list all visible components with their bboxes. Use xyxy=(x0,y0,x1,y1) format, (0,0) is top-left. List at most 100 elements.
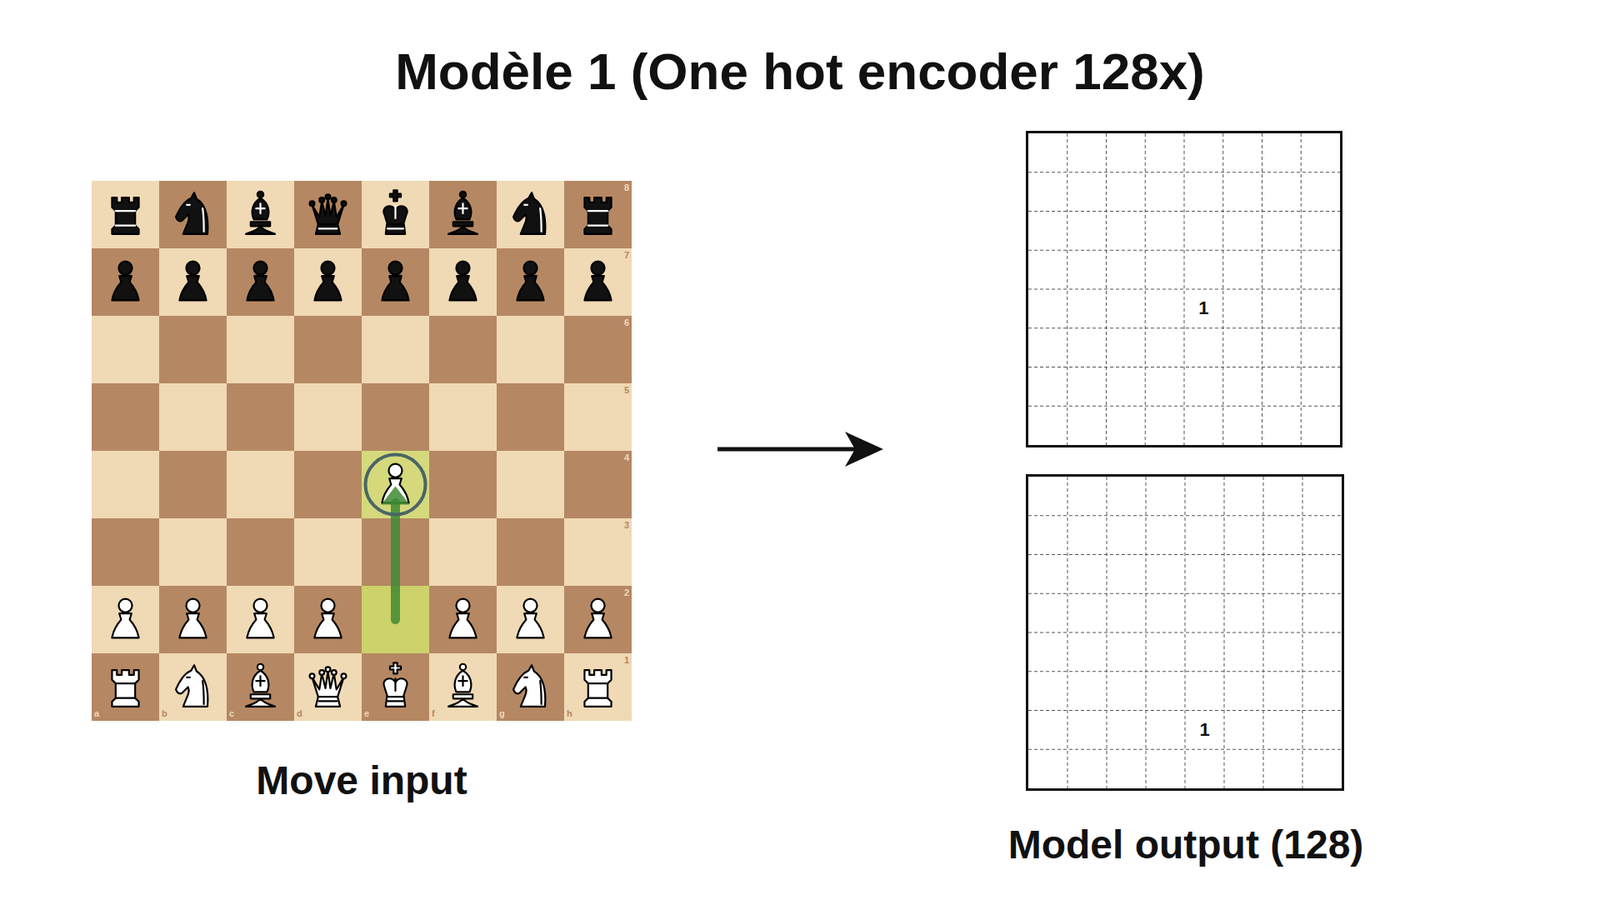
piece-shape xyxy=(257,664,264,670)
board-square xyxy=(564,383,632,451)
piece-shape xyxy=(381,275,409,300)
piece-shape xyxy=(320,599,335,613)
piece-shape xyxy=(331,670,337,675)
board-square xyxy=(496,180,565,249)
piece-shape xyxy=(385,224,405,235)
board-square xyxy=(294,450,362,519)
board-square xyxy=(496,585,565,654)
board-square xyxy=(294,248,362,316)
piece-shape xyxy=(331,197,337,203)
chess-piece xyxy=(245,191,275,235)
board-square xyxy=(361,315,430,384)
board-square xyxy=(429,315,497,384)
board-square xyxy=(564,180,632,249)
piece-shape xyxy=(584,613,611,638)
piece-detail xyxy=(540,208,541,232)
piece-shape xyxy=(310,200,315,206)
chess-piece xyxy=(513,192,545,235)
piece-shape xyxy=(118,261,132,275)
piece-detail xyxy=(394,205,396,219)
grid-line xyxy=(1028,289,1340,290)
piece-shape xyxy=(245,227,275,235)
grid-line xyxy=(1261,133,1263,445)
board-square xyxy=(294,315,362,384)
chess-piece xyxy=(179,261,206,301)
output-grid: 1 xyxy=(1025,474,1345,791)
piece-shape xyxy=(460,664,466,670)
piece-shape xyxy=(455,261,470,275)
board-square xyxy=(91,383,160,451)
chess-piece xyxy=(179,599,206,639)
piece-shape xyxy=(179,613,206,638)
piece-shape xyxy=(315,224,340,235)
chess-piece xyxy=(516,261,544,301)
piece-detail xyxy=(202,680,204,705)
board-square xyxy=(91,653,160,721)
rank-coordinate: 8 xyxy=(564,183,630,193)
piece-shape xyxy=(516,275,544,300)
square-ring xyxy=(365,455,426,515)
board-square xyxy=(91,248,160,316)
board-square xyxy=(429,180,497,249)
board-square xyxy=(429,518,497,586)
piece-detail xyxy=(387,227,404,230)
board-square xyxy=(361,248,430,316)
piece-shape xyxy=(455,599,470,613)
chess-piece xyxy=(111,670,139,707)
piece-shape xyxy=(179,275,206,300)
board-square xyxy=(159,315,227,384)
file-coordinate: d xyxy=(296,709,314,719)
chess-piece xyxy=(448,191,478,235)
grid-line xyxy=(1028,366,1340,368)
piece-shape xyxy=(175,192,208,235)
grid-line xyxy=(1028,171,1340,173)
chess-piece xyxy=(584,599,611,639)
chess-piece xyxy=(314,261,341,301)
board-square xyxy=(159,180,227,249)
chess-piece xyxy=(381,261,409,301)
chess-piece xyxy=(111,197,139,235)
board-square xyxy=(159,585,227,654)
piece-detail xyxy=(588,683,608,699)
piece-shape xyxy=(584,275,611,300)
file-coordinate: g xyxy=(499,709,516,719)
move-arrow-head xyxy=(381,486,410,505)
grid-lines xyxy=(1028,133,1340,445)
board-square xyxy=(496,383,565,451)
grid-line xyxy=(1028,405,1340,407)
board-square xyxy=(226,450,295,519)
piece-shape xyxy=(455,670,472,693)
chess-piece xyxy=(584,261,611,301)
chess-piece xyxy=(111,261,139,301)
piece-shape xyxy=(315,696,340,707)
board-square xyxy=(564,518,632,586)
board-square xyxy=(564,450,632,519)
piece-shape xyxy=(175,665,208,707)
piece-shape xyxy=(584,670,611,707)
board-square xyxy=(294,653,362,721)
piece-shape xyxy=(590,261,605,275)
piece-shape xyxy=(341,673,347,679)
move-arrow xyxy=(390,503,400,620)
flow-arrow xyxy=(717,431,884,467)
board-square xyxy=(294,585,362,654)
piece-shape xyxy=(185,261,200,275)
piece-shape xyxy=(453,221,473,226)
board-square xyxy=(159,248,227,316)
piece-shape xyxy=(252,198,270,220)
piece-shape xyxy=(245,700,275,707)
arrow-shaft xyxy=(717,447,859,452)
chess-piece xyxy=(246,599,274,639)
board-caption: Move input xyxy=(91,756,632,805)
chess-piece xyxy=(383,662,407,707)
file-coordinate: h xyxy=(566,709,584,719)
grid-line xyxy=(1300,133,1302,445)
grid-line xyxy=(1224,476,1225,789)
piece-detail xyxy=(202,208,204,232)
piece-detail xyxy=(186,676,190,679)
chess-piece xyxy=(175,665,208,707)
piece-shape xyxy=(390,190,401,201)
board-square xyxy=(564,315,632,384)
piece-shape xyxy=(325,194,331,200)
